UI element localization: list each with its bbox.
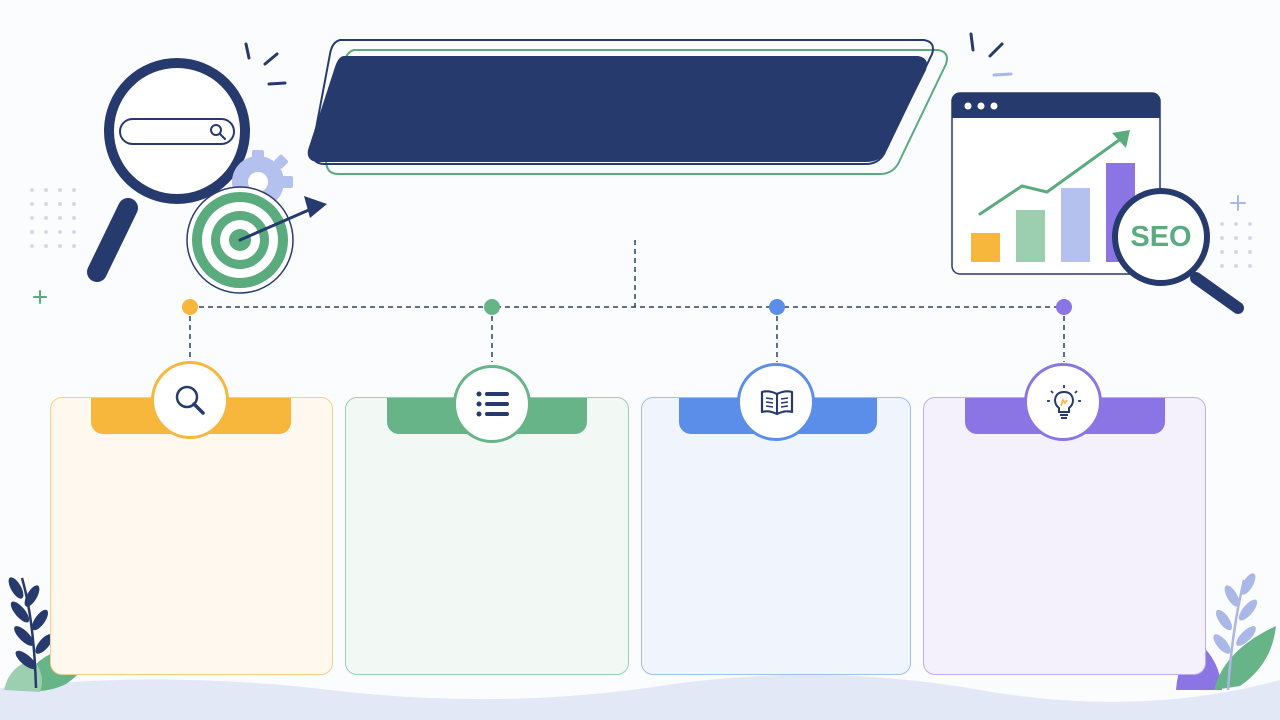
seo-magnifier-icon [1112,188,1244,314]
timeline-node-4 [1056,299,1072,315]
card-4-icon-badge [1024,363,1102,441]
plus-sparkle-icon [33,290,47,304]
step-card-4 [923,397,1206,675]
step-card-2 [345,397,629,675]
bottom-wave [0,674,1280,720]
card-2-icon-badge [453,365,531,443]
timeline-node-2 [484,299,500,315]
sparkle-lines-icon [969,32,1013,77]
timeline-node-1 [182,299,198,315]
list-icon [476,391,509,417]
target-icon [186,186,327,294]
left-dot-grid [30,188,76,248]
card-3-icon-badge [737,363,815,441]
sparkle-lines-icon [244,42,287,86]
open-book-icon [760,390,794,416]
title-banner [307,39,948,175]
plus-sparkle-icon [1230,195,1246,211]
search-icon [175,385,205,415]
magnifier-search-icon [87,58,250,282]
lightbulb-icon [1047,385,1081,419]
timeline-node-3 [769,299,785,315]
timeline-connector [189,240,1065,362]
seo-label: SEO [1130,221,1192,253]
card-1-icon-badge [151,361,229,439]
right-dot-grid [1220,222,1252,268]
